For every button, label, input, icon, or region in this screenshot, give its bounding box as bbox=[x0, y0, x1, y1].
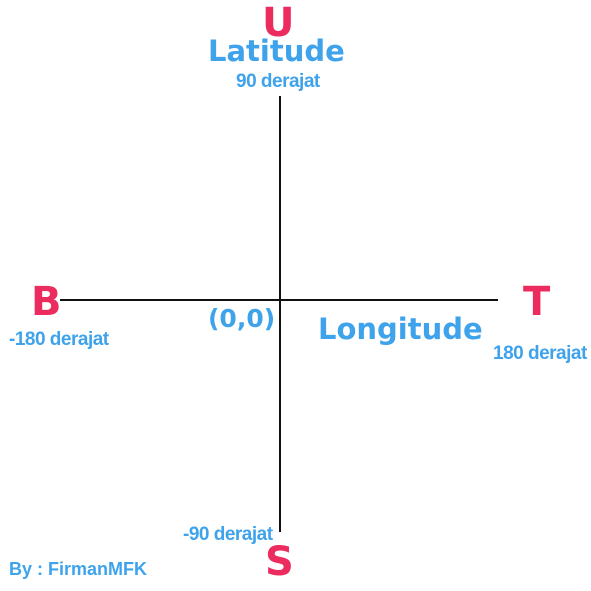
longitude-label: Longitude bbox=[318, 312, 483, 346]
south-degree-label: -90 derajat bbox=[183, 524, 273, 545]
west-label: B bbox=[31, 279, 62, 325]
north-degree-label: 90 derajat bbox=[236, 71, 320, 92]
author-credit: By : FirmanMFK bbox=[9, 559, 148, 579]
origin-label: (0,0) bbox=[208, 304, 276, 333]
north-label: U bbox=[262, 0, 295, 46]
east-label: T bbox=[523, 279, 551, 325]
south-label: S bbox=[265, 539, 294, 585]
latitude-axis-line bbox=[279, 96, 281, 532]
west-degree-label: -180 derajat bbox=[9, 329, 109, 350]
latitude-label: Latitude bbox=[208, 34, 345, 68]
east-degree-label: 180 derajat bbox=[493, 343, 587, 364]
